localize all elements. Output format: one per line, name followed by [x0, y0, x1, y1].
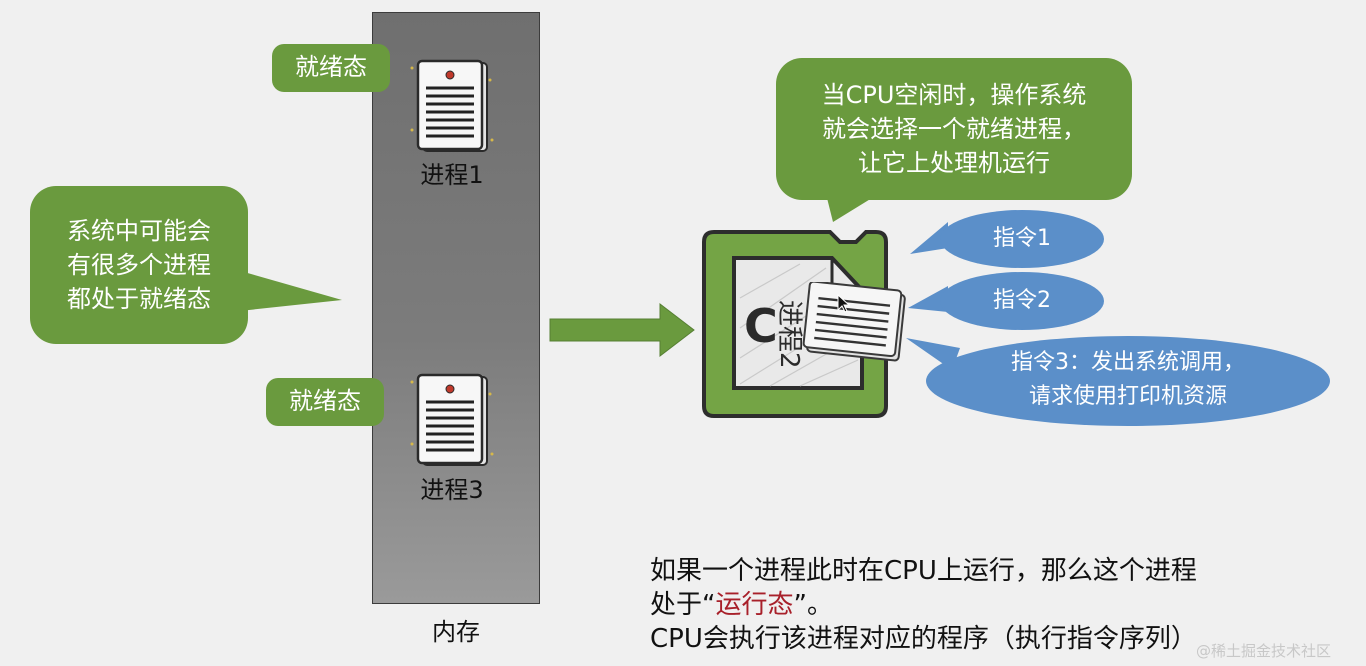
explanation-line-3: CPU会执行该进程对应的程序（执行指令序列） — [650, 624, 1197, 654]
cpu-letter: C — [744, 299, 778, 353]
callout-ready-processes: 系统中可能会 有很多个进程 都处于就绪态 — [30, 186, 248, 344]
explanation-text: 如果一个进程此时在CPU上运行，那么这个进程 处于“运行态”。 CPU会执行该进… — [650, 554, 1350, 656]
explanation-line-1: 如果一个进程此时在CPU上运行，那么这个进程 — [650, 556, 1197, 586]
memory-label: 内存 — [432, 618, 480, 646]
ready-state-tag-3: 就绪态 — [266, 378, 384, 426]
instruction-1: 指令1 — [940, 210, 1104, 268]
instruction-2: 指令2 — [940, 272, 1104, 330]
callout-left-line-3: 都处于就绪态 — [67, 285, 211, 313]
process-document-icon-3 — [410, 373, 494, 466]
process-3-label: 进程3 — [420, 476, 484, 504]
running-process-document-icon — [802, 282, 906, 362]
watermark: @稀土掘金技术社区 — [1196, 642, 1332, 660]
instruction-2-pointer — [908, 286, 948, 312]
mouse-cursor-icon — [837, 294, 850, 313]
callout-top-line-2: 就会选择一个就绪进程， — [822, 115, 1086, 143]
callout-left-line-2: 有很多个进程 — [67, 251, 211, 279]
callout-left-pointer — [230, 268, 342, 312]
callout-cpu-idle: 当CPU空闲时，操作系统 就会选择一个就绪进程， 让它上处理机运行 — [776, 58, 1132, 200]
instruction-3-line-1: 指令3：发出系统调用， — [1011, 350, 1245, 375]
explanation-line-2: 处于“运行态”。 — [650, 588, 1350, 622]
callout-top-line-1: 当CPU空闲时，操作系统 — [821, 81, 1087, 109]
callout-top-line-3: 让它上处理机运行 — [858, 149, 1050, 177]
explanation-line-2-prefix: 处于“ — [650, 590, 716, 620]
instruction-1-pointer — [910, 222, 948, 254]
explanation-line-2-suffix: ”。 — [793, 590, 833, 620]
instruction-3: 指令3：发出系统调用， 请求使用打印机资源 — [926, 336, 1330, 426]
right-arrow-icon — [549, 302, 695, 358]
process-1-label: 进程1 — [420, 161, 484, 189]
instruction-3-line-2: 请求使用打印机资源 — [1028, 384, 1227, 409]
ready-state-tag-1: 就绪态 — [272, 44, 390, 92]
process-document-icon-1 — [410, 59, 494, 152]
running-state-highlight: 运行态 — [715, 590, 794, 620]
callout-left-line-1: 系统中可能会 — [67, 217, 211, 245]
